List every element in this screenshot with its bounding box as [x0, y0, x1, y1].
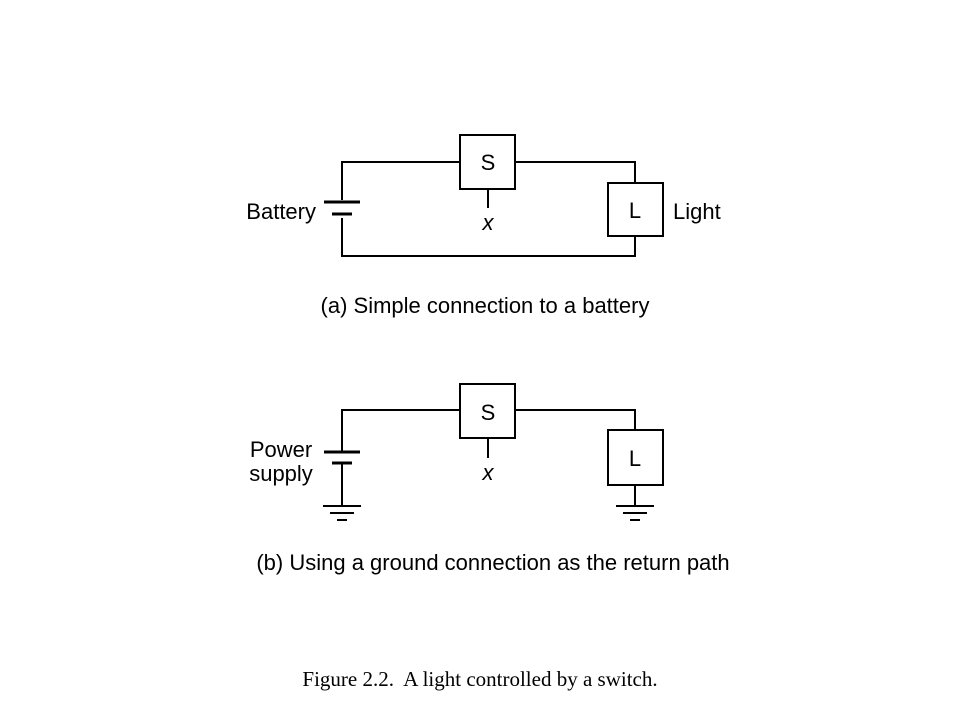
power-supply-symbol-b	[324, 450, 360, 465]
switch-control-label-a: x	[482, 210, 495, 235]
switch-control-label-b: x	[482, 460, 495, 485]
diagram-b: S x L Power supply (b) Using a ground co…	[249, 383, 730, 575]
caption-b: (b) Using a ground connection as the ret…	[256, 550, 729, 575]
switch-box-a	[459, 134, 516, 190]
battery-label: Battery	[246, 199, 316, 224]
wire-top-right-a	[515, 161, 636, 183]
wire-top-left-b	[341, 409, 460, 452]
switch-label-a: S	[481, 150, 496, 175]
wire-top-right-b	[515, 409, 636, 430]
ground-symbol-right	[616, 505, 654, 521]
light-label: Light	[673, 199, 721, 224]
battery-symbol-a	[324, 200, 360, 216]
ground-symbol-left	[323, 505, 361, 521]
caption-a: (a) Simple connection to a battery	[321, 293, 650, 318]
switch-box-b	[459, 383, 516, 439]
light-box-label-b: L	[629, 446, 641, 471]
power-label-line1: Power	[250, 437, 312, 462]
switch-label-b: S	[481, 400, 496, 425]
wire-bottom-a	[341, 218, 636, 257]
wire-top-left-a	[341, 161, 460, 200]
light-box-b	[607, 429, 664, 486]
figure-caption: Figure 2.2. A light controlled by a swit…	[302, 667, 657, 691]
diagram-a: S x L Battery Light (a) Simple connectio…	[246, 134, 721, 318]
light-box-label-a: L	[629, 198, 641, 223]
light-box-a	[607, 182, 664, 237]
power-label-line2: supply	[249, 461, 313, 486]
